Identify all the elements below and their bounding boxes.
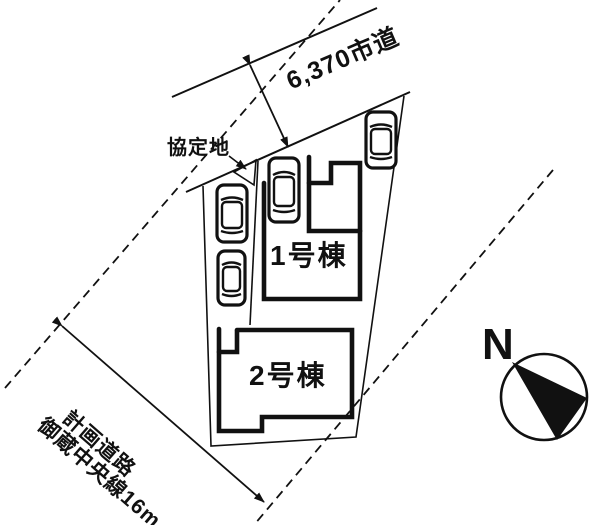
road-upper-edge bbox=[171, 7, 378, 98]
agreement-area-pointer-arrow bbox=[228, 155, 247, 170]
compass-needle bbox=[512, 362, 587, 440]
building-1-label: 1号棟 bbox=[270, 240, 348, 271]
agreement-area-triangle bbox=[232, 158, 257, 187]
plot-boundary bbox=[202, 95, 405, 447]
car-icon-roadside bbox=[364, 110, 398, 170]
planned-road-dashed-right bbox=[253, 169, 554, 525]
agreement-area-label: 協定地 bbox=[167, 137, 230, 159]
road-lower-edge bbox=[185, 91, 411, 193]
building-2-label: 2号棟 bbox=[249, 360, 327, 391]
car-icon-parking-1 bbox=[215, 183, 249, 244]
compass-north-label: N bbox=[482, 320, 514, 369]
building-1-outline bbox=[261, 154, 363, 302]
planned-road-dimension-arrow bbox=[51, 316, 265, 503]
planned-road-dashed-left bbox=[4, 0, 341, 389]
car-icon-garage-1 bbox=[267, 156, 301, 224]
building-2-outline bbox=[216, 326, 355, 434]
road-width-dimension-arrow bbox=[242, 54, 289, 148]
parking-divider-line bbox=[249, 160, 259, 326]
car-icon-parking-2 bbox=[216, 249, 247, 307]
